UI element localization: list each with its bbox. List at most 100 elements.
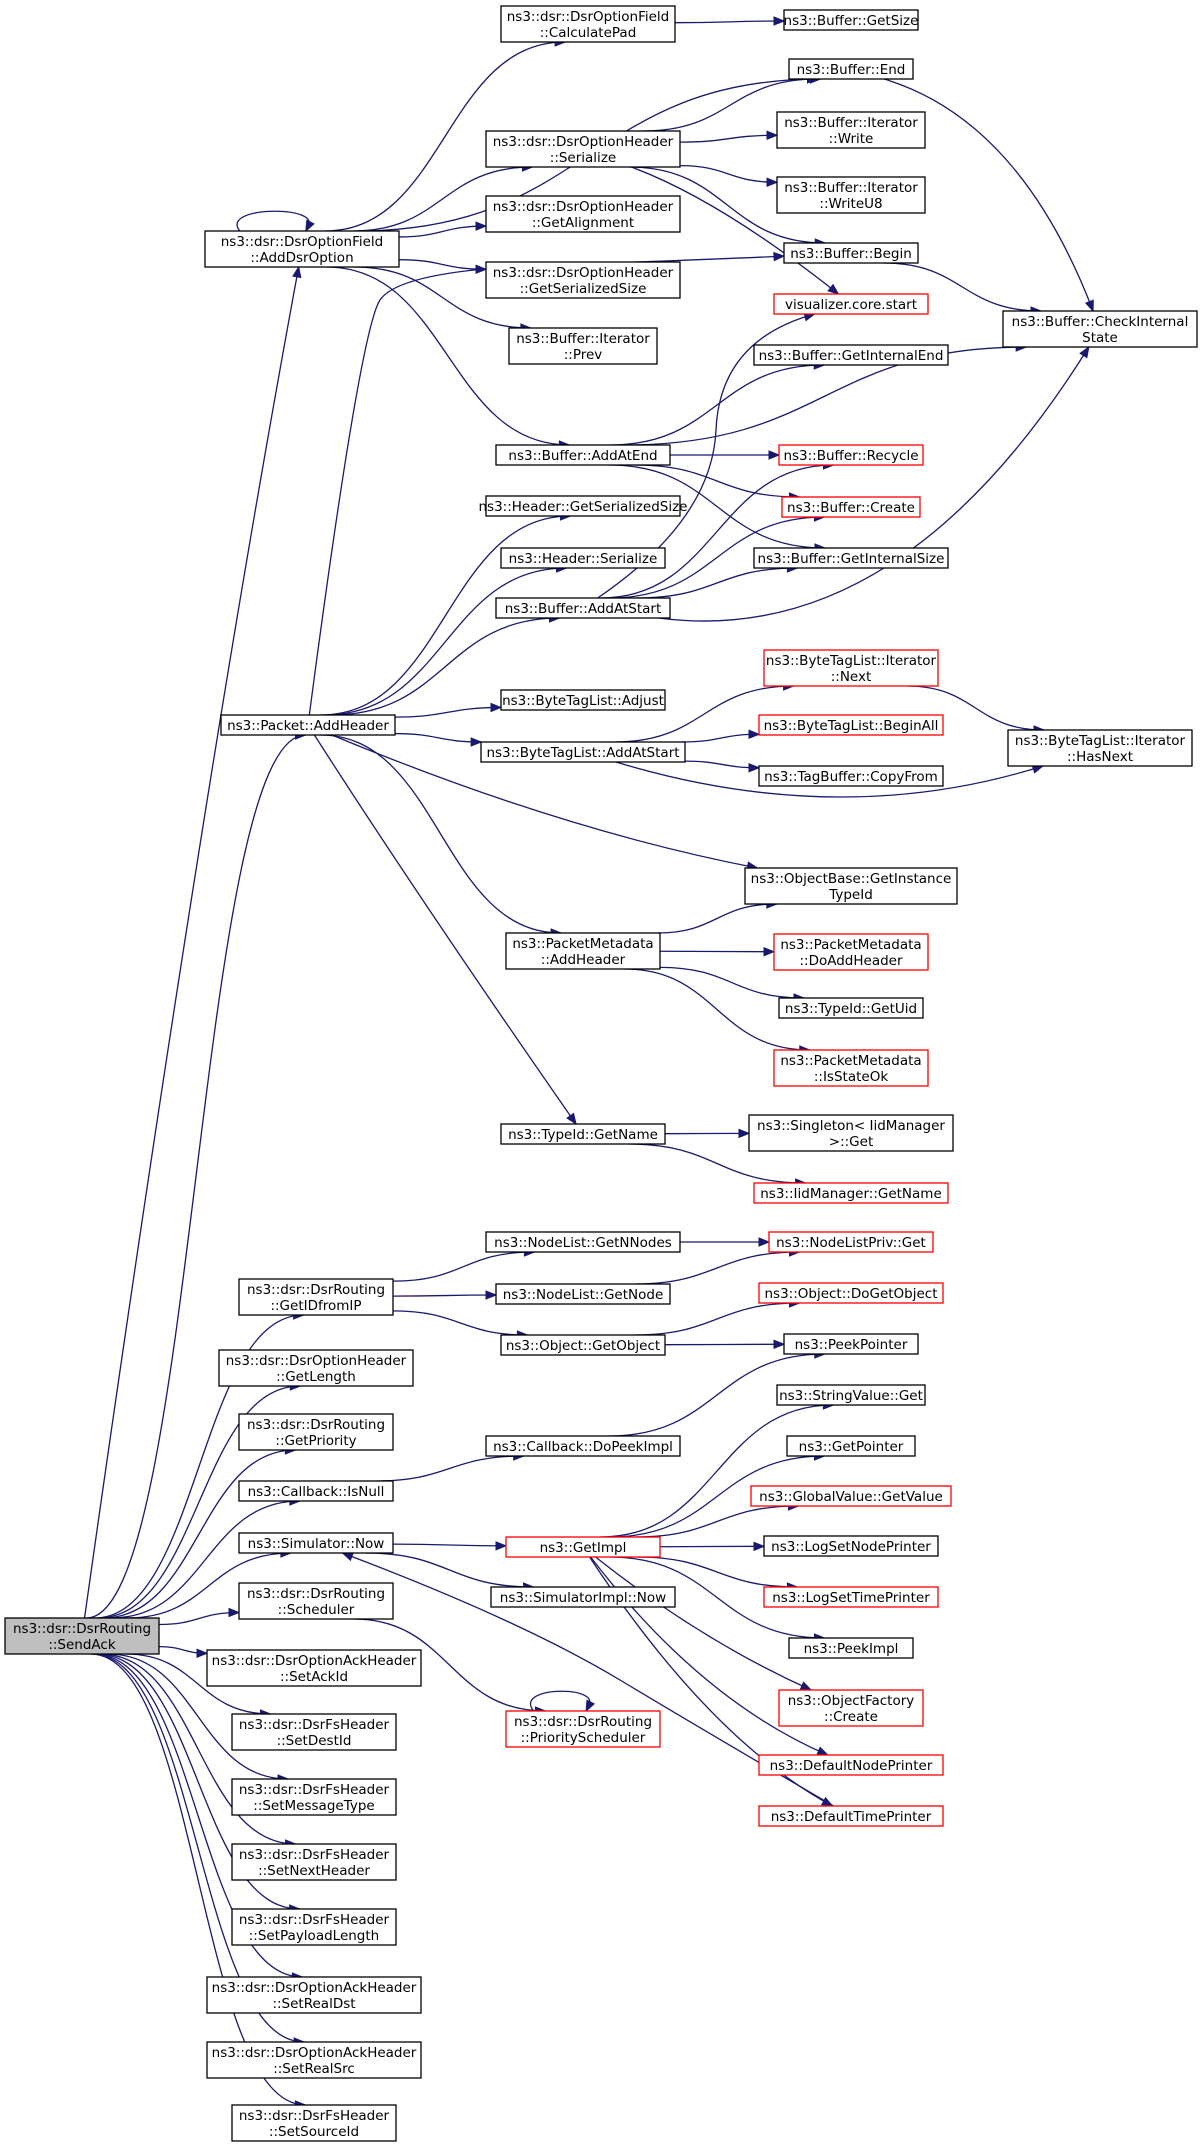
node-peekpointer[interactable]: ns3::PeekPointer [783, 1333, 919, 1355]
node-buf-end[interactable]: ns3::Buffer::End [788, 58, 914, 80]
node-fs-setsourceid[interactable]: ns3::dsr::DsrFsHeader::SetSourceId [231, 2104, 397, 2142]
node-buf-begin[interactable]: ns3::Buffer::Begin [783, 242, 919, 264]
node-label: ns3::dsr::DsrOptionField [507, 9, 669, 25]
node-pm-addheader[interactable]: ns3::PacketMetadata::AddHeader [505, 932, 661, 970]
node-buf-addatstart[interactable]: ns3::Buffer::AddAtStart [495, 597, 671, 619]
node-prio-sched[interactable]: ns3::dsr::DsrRouting::PriorityScheduler [505, 1710, 661, 1748]
node-label: ::Write [829, 131, 874, 147]
node-packet-addheader[interactable]: ns3::Packet::AddHeader [220, 714, 396, 736]
node-getidfromip[interactable]: ns3::dsr::DsrRouting::GetIDfromIP [238, 1278, 394, 1316]
node-sim-now[interactable]: ns3::Simulator::Now [238, 1532, 394, 1554]
node-typeid-getuid[interactable]: ns3::TypeId::GetUid [778, 997, 924, 1019]
node-box [231, 1713, 397, 1751]
node-buf-addatend[interactable]: ns3::Buffer::AddAtEnd [495, 444, 671, 466]
node-label: ns3::PacketMetadata [780, 1053, 921, 1069]
node-box [788, 1637, 914, 1659]
node-obj-dogetobject[interactable]: ns3::Object::DoGetObject [758, 1282, 944, 1304]
node-btl-addatstart[interactable]: ns3::ByteTagList::AddAtStart [480, 741, 686, 763]
node-box [776, 176, 926, 214]
node-logsettimeprinter[interactable]: ns3::LogSetTimePrinter [763, 1586, 939, 1608]
node-obj-getobject[interactable]: ns3::Object::GetObject [500, 1334, 666, 1356]
node-label: ns3::Buffer::Iterator [784, 180, 918, 196]
node-buf-getsize[interactable]: ns3::Buffer::GetSize [783, 9, 919, 31]
node-getpointer[interactable]: ns3::GetPointer [786, 1435, 916, 1457]
node-bi-prev[interactable]: ns3::Buffer::Iterator::Prev [508, 327, 658, 365]
node-box [231, 1778, 397, 1816]
node-logsetnodeprinter[interactable]: ns3::LogSetNodePrinter [763, 1535, 939, 1557]
node-btl-adjust[interactable]: ns3::ByteTagList::Adjust [500, 689, 666, 711]
node-ack-setrealdst[interactable]: ns3::dsr::DsrOptionAckHeader::SetRealDst [206, 1976, 422, 2014]
node-tagbuf-copyfrom[interactable]: ns3::TagBuffer::CopyFrom [758, 765, 944, 787]
node-btl-beginall[interactable]: ns3::ByteTagList::BeginAll [758, 714, 944, 736]
edge-packet-addheader-to-btl-addatstart [394, 732, 483, 747]
node-bi-writeu8[interactable]: ns3::Buffer::Iterator::WriteU8 [776, 176, 926, 214]
node-viz-start[interactable]: visualizer.core.start [773, 293, 929, 315]
node-box [773, 1049, 929, 1087]
edge-buf-end-to-buf-checkinternal [883, 78, 1094, 313]
node-pm-doaddheader[interactable]: ns3::PacketMetadata::DoAddHeader [773, 933, 929, 971]
node-label: ns3::dsr::DsrFsHeader [239, 2108, 390, 2124]
node-adddsroption[interactable]: ns3::dsr::DsrOptionField::AddDsrOption [204, 230, 400, 268]
node-label: ns3::Header::Serialize [509, 551, 658, 567]
node-hdr-getser[interactable]: ns3::Header::GetSerializedSize [479, 495, 688, 517]
node-buf-getintsize[interactable]: ns3::Buffer::GetInternalSize [753, 547, 949, 569]
node-label: ::SetRealSrc [273, 2061, 355, 2077]
node-btli-next[interactable]: ns3::ByteTagList::Iterator::Next [763, 649, 939, 687]
node-btli-hasnext[interactable]: ns3::ByteTagList::Iterator::HasNext [1007, 729, 1193, 767]
edge-ohdr-serialize-to-bi-writeu8 [679, 164, 779, 188]
node-calcpad[interactable]: ns3::dsr::DsrOptionField::CalculatePad [500, 5, 676, 43]
node-ack-setrealsrc[interactable]: ns3::dsr::DsrOptionAckHeader::SetRealSrc [206, 2041, 422, 2079]
node-iid-getname[interactable]: ns3::IidManager::GetName [753, 1182, 949, 1204]
node-cb-dopeekimpl[interactable]: ns3::Callback::DoPeekImpl [485, 1435, 681, 1457]
node-defaultnodeprinter[interactable]: ns3::DefaultNodePrinter [758, 1754, 944, 1776]
node-ohdr-getser[interactable]: ns3::dsr::DsrOptionHeader::GetSerialized… [485, 261, 681, 299]
node-nl-getnode[interactable]: ns3::NodeList::GetNode [495, 1283, 671, 1305]
node-ohdr-getlength[interactable]: ns3::dsr::DsrOptionHeader::GetLength [218, 1349, 414, 1387]
node-ohdr-getalign[interactable]: ns3::dsr::DsrOptionHeader::GetAlignment [485, 195, 681, 233]
node-box [778, 1689, 924, 1727]
node-label: ns3::dsr::DsrOptionAckHeader [212, 1653, 417, 1669]
node-fs-setnexthdr[interactable]: ns3::dsr::DsrFsHeader::SetNextHeader [231, 1843, 397, 1881]
node-singleton-get[interactable]: ns3::Singleton< IidManager >::Get [748, 1114, 954, 1152]
node-buf-create[interactable]: ns3::Buffer::Create [781, 496, 921, 518]
edge-sim-now-to-getimpl [392, 1541, 508, 1551]
node-box [773, 933, 929, 971]
node-label: ns3::Callback::DoPeekImpl [493, 1439, 673, 1455]
node-fs-setpayload[interactable]: ns3::dsr::DsrFsHeader::SetPayloadLength [231, 1908, 397, 1946]
edge-pm-addheader-to-pm-doaddheader [659, 946, 776, 957]
node-ack-setackid[interactable]: ns3::dsr::DsrOptionAckHeader::SetAckId [206, 1649, 422, 1687]
node-box [753, 1182, 949, 1204]
node-buf-recycle[interactable]: ns3::Buffer::Recycle [778, 444, 924, 466]
node-simimpl-now[interactable]: ns3::SimulatorImpl::Now [490, 1586, 676, 1608]
node-ohdr-serialize[interactable]: ns3::dsr::DsrOptionHeader::Serialize [485, 130, 681, 168]
node-box [748, 1114, 954, 1152]
node-gv-getvalue[interactable]: ns3::GlobalValue::GetValue [750, 1485, 952, 1507]
node-typeid-getname[interactable]: ns3::TypeId::GetName [500, 1123, 666, 1145]
node-getimpl[interactable]: ns3::GetImpl [505, 1536, 661, 1558]
node-fs-setdestid[interactable]: ns3::dsr::DsrFsHeader::SetDestId [231, 1713, 397, 1751]
node-strval-get[interactable]: ns3::StringValue::Get [776, 1384, 926, 1406]
node-objfactory-create[interactable]: ns3::ObjectFactory::Create [778, 1689, 924, 1727]
node-box [776, 1384, 926, 1406]
node-box [505, 1710, 661, 1748]
node-hdr-serialize[interactable]: ns3::Header::Serialize [500, 547, 666, 569]
node-cb-isnull[interactable]: ns3::Callback::IsNull [238, 1480, 394, 1502]
node-label: ::Create [824, 1709, 878, 1725]
node-sendack[interactable]: ns3::dsr::DsrRouting::SendAck [4, 1617, 160, 1655]
node-label: ns3::Buffer::Iterator [516, 331, 650, 347]
node-nlpriv-get[interactable]: ns3::NodeListPriv::Get [768, 1231, 934, 1253]
node-label: ns3::ByteTagList::AddAtStart [486, 745, 679, 761]
node-peekimpl[interactable]: ns3::PeekImpl [788, 1637, 914, 1659]
node-label: State [1082, 330, 1118, 346]
node-getpriority[interactable]: ns3::dsr::DsrRouting::GetPriority [238, 1413, 394, 1451]
node-fs-setmsgtype[interactable]: ns3::dsr::DsrFsHeader::SetMessageType [231, 1778, 397, 1816]
node-scheduler[interactable]: ns3::dsr::DsrRouting::Scheduler [238, 1582, 394, 1620]
node-pm-isstateok[interactable]: ns3::PacketMetadata::IsStateOk [773, 1049, 929, 1087]
node-nl-getnnodes[interactable]: ns3::NodeList::GetNNodes [485, 1231, 681, 1253]
node-buf-getintend[interactable]: ns3::Buffer::GetInternalEnd [753, 344, 949, 366]
node-defaulttimeprinter[interactable]: ns3::DefaultTimePrinter [758, 1805, 944, 1827]
node-bi-write[interactable]: ns3::Buffer::Iterator::Write [776, 111, 926, 149]
